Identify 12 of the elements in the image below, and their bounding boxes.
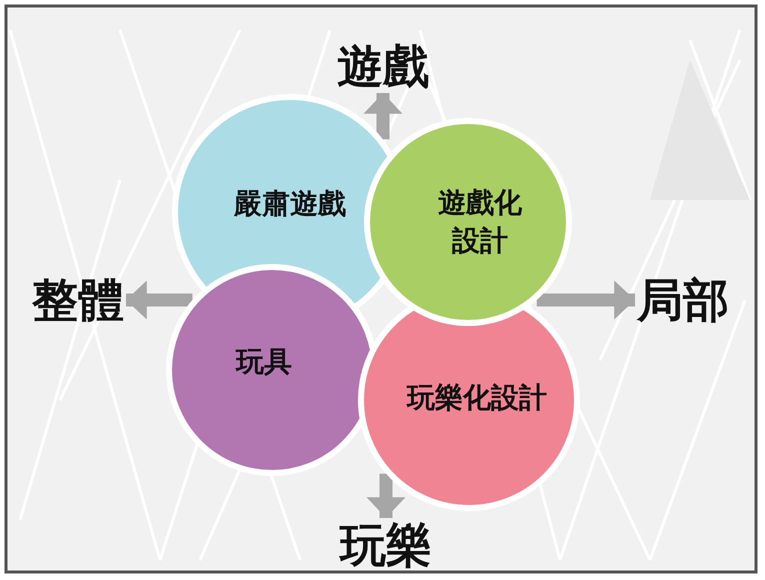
direction-word: 遊戲 [337, 40, 429, 92]
circle-label: 玩具 [234, 344, 293, 380]
arrow [536, 280, 635, 320]
circle-label: 嚴肅遊戲 [232, 186, 347, 222]
circle-label: 玩樂化設計 [405, 380, 548, 416]
direction-word: 局部 [637, 274, 729, 326]
direction-word: 玩樂 [340, 520, 432, 570]
arrow [126, 280, 192, 320]
circle-label: 遊戲化設計 [437, 185, 523, 259]
arrow [364, 93, 402, 140]
direction-word: 整體 [32, 274, 124, 326]
arrow [366, 474, 406, 518]
